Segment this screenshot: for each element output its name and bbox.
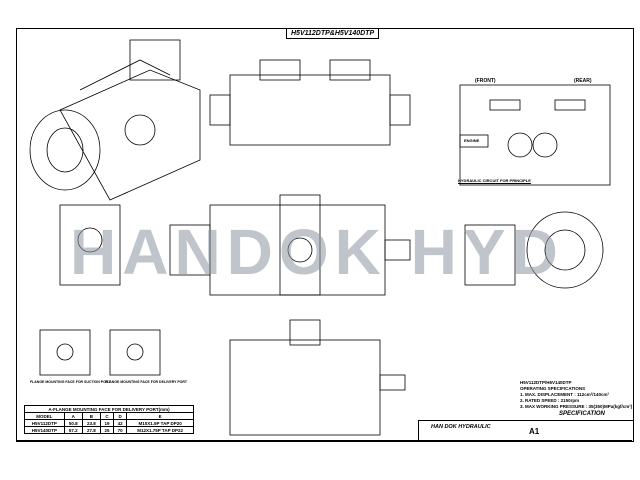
col-header: D — [113, 412, 128, 420]
isometric-pump-view — [29, 39, 201, 201]
cell: H5V112DTP — [24, 419, 65, 427]
side-views — [59, 204, 604, 289]
col-header: B — [81, 412, 101, 420]
cell: 42 — [113, 419, 128, 427]
drawing-title: H5V112DTP&H5V140DTP — [286, 28, 380, 39]
cell: M10X1.5P TAP DP20 — [126, 419, 194, 427]
cell: 50.8 — [63, 419, 83, 427]
cell: M12X1.75P TAP DP22 — [126, 426, 194, 434]
spec-line: 3. MAX WORKING PRESSURE : 35(350)MPa(kgf… — [520, 404, 633, 409]
spec-line: 1. MAX. DISPLACEMENT : 112cm³/140cm³ — [520, 392, 610, 397]
cell: 23.8 — [81, 419, 101, 427]
col-header: C — [99, 412, 115, 420]
cell: 25 — [99, 426, 115, 434]
company-name: HAN DOK HYDRAULIC — [431, 424, 491, 430]
table-title: A-FLANGE MOUNTING FACE FOR DELIVERY PORT… — [24, 405, 194, 413]
spec-line: 2. RATED SPEED : 2150rpm — [520, 398, 580, 403]
circuit-front-label: (FRONT) — [475, 78, 496, 84]
cell: 57.2 — [63, 426, 83, 434]
title-block: HAN DOK HYDRAULIC A1 SPECIFICATION — [418, 411, 634, 442]
col-header: A — [63, 412, 83, 420]
bottom-ruler — [16, 440, 632, 449]
operating-specs: H5V112DTP/H5V140DTP OPERATING SPECIFICAT… — [520, 380, 632, 410]
cell: 70 — [113, 426, 128, 434]
circuit-caption: HYDRAULIC CIRCUIT FOR PRINCIPLE — [458, 178, 531, 183]
cell: H5V140DTP — [24, 426, 65, 434]
flange-sketches — [39, 329, 161, 376]
bottom-view — [229, 319, 406, 436]
col-header: MODEL — [24, 412, 65, 420]
spec-heading: OPERATING SPECIFICATIONS — [520, 386, 586, 391]
suction-flange-caption: FLANGE MOUNTING FACE FOR SUCTION PORT — [30, 380, 111, 384]
circuit-rear-label: (REAR) — [574, 78, 592, 84]
front-view — [169, 194, 411, 296]
cell: 19 — [99, 419, 115, 427]
document-type: SPECIFICATION — [559, 411, 605, 417]
spec-model: H5V112DTP/H5V140DTP — [520, 380, 572, 385]
flange-table: A-FLANGE MOUNTING FACE FOR DELIVERY PORT… — [24, 405, 194, 434]
watermark: HANDOK HYD — [70, 216, 564, 288]
col-header: E — [126, 412, 194, 420]
top-view — [209, 59, 411, 146]
circuit-engine-label: ENGINE — [464, 138, 480, 143]
hydraulic-circuit — [459, 84, 611, 186]
cell: 27.8 — [81, 426, 101, 434]
sheet-size: A1 — [529, 427, 540, 436]
delivery-flange-caption: FLANGE MOUNTING FACE FOR DELIVERY PORT — [105, 380, 188, 384]
